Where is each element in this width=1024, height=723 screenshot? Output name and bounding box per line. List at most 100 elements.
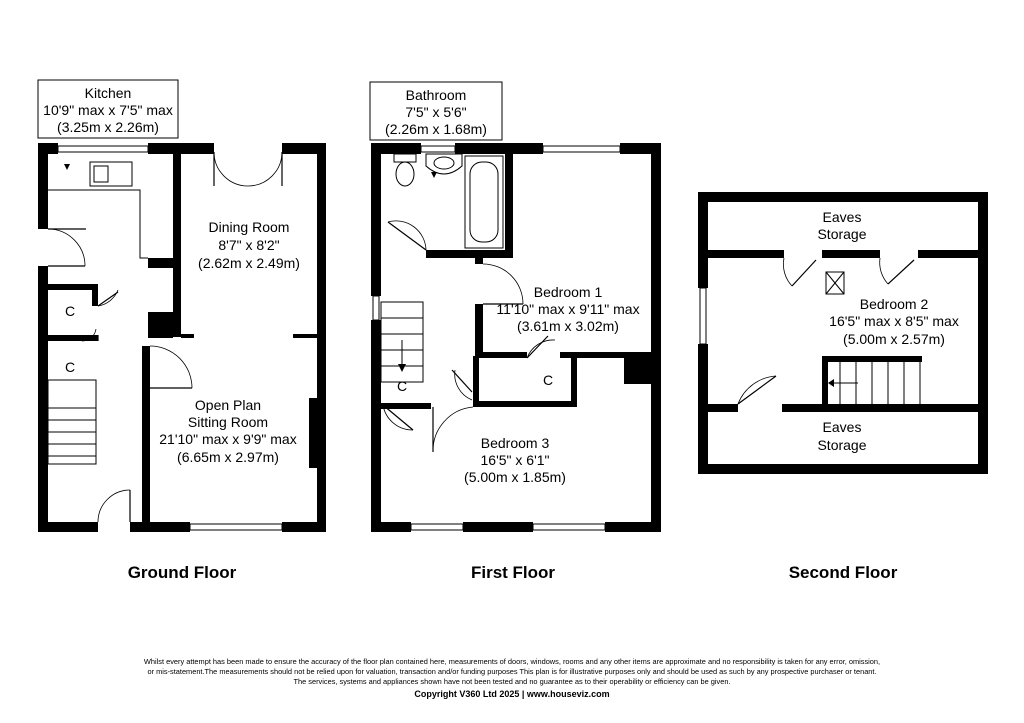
second-eaves-top-wall-left [708, 250, 784, 258]
first-landing-cupboard-wall [381, 403, 431, 409]
first-door-bedroom3 [432, 406, 474, 453]
first-bathroom-bath [464, 155, 504, 249]
second-door-eaves-top-right [879, 257, 915, 285]
bedroom3-name: Bedroom 3 [481, 435, 550, 451]
ground-door-dining-patio [213, 151, 283, 187]
disclaimer-line-2: or mis-statement.The measurements should… [147, 667, 877, 676]
ground-wall-bottom-right [282, 522, 326, 532]
second-wall-left-lower [698, 344, 708, 474]
first-door-bathroom [387, 220, 427, 251]
first-floor-title: First Floor [471, 563, 555, 582]
second-floor-title: Second Floor [789, 563, 898, 582]
sitting-room-name-line2: Sitting Room [188, 414, 268, 430]
second-eaves-bottom-wall-left [708, 404, 738, 412]
first-wall-top-mid [455, 143, 543, 154]
ground-fireplace [309, 398, 318, 468]
dining-room-dims-metric: (2.62m x 2.49m) [198, 255, 300, 271]
first-wall-bottom-right [605, 522, 661, 532]
first-bedroom1-window [542, 145, 621, 153]
first-wall-left-upper [371, 143, 381, 296]
ground-wall-bottom-left [38, 522, 98, 532]
disclaimer: Whilst every attempt has been made to en… [40, 657, 984, 687]
copyright-notice: Copyright V360 Ltd 2025 | www.houseviz.c… [414, 689, 610, 699]
second-wall-right [978, 192, 988, 474]
ground-wall-right [317, 143, 326, 532]
ground-door-cupboard [97, 289, 119, 307]
ground-hall-wall-lower [142, 388, 150, 532]
first-landing-cupboard-label: C [397, 378, 407, 394]
second-eaves-bottom-wall-right [782, 404, 978, 412]
dining-room-name: Dining Room [209, 219, 290, 235]
second-door-eaves-bottom [737, 375, 777, 405]
first-wall-top-left [371, 143, 421, 154]
sitting-room-dims-imperial: 21'10" max x 9'9" max [159, 431, 296, 447]
eaves-top-name-line1: Eaves [823, 209, 862, 225]
first-wall-bottom-mid [463, 522, 533, 532]
first-door-bed3-cupboard [451, 369, 473, 401]
first-cupboard-wall-left [473, 356, 479, 407]
bedroom2-dims-imperial: 16'5" max x 8'5" max [829, 313, 959, 329]
ground-wall-left-upper [38, 143, 48, 229]
first-bed1-wall-left-lower [475, 304, 483, 356]
ground-chimney [148, 312, 173, 338]
first-cupboard-wall-bottom [473, 401, 577, 407]
ground-kitchen-window [57, 145, 149, 153]
ground-door-cupboard-2 [81, 328, 99, 342]
bedroom2-name: Bedroom 2 [860, 296, 929, 312]
bedroom1-name: Bedroom 1 [534, 284, 603, 300]
ground-cupboard-upper-label: C [65, 303, 75, 319]
first-cupboard-wall-right [571, 356, 577, 404]
ground-floor-plan: Kitchen 10'9" max x 7'5" max (3.25m x 2.… [37, 79, 326, 582]
second-wall-left-upper [698, 192, 708, 288]
ground-cupboard-upper-side [92, 284, 98, 306]
second-wall-top [698, 192, 988, 202]
kitchen-name: Kitchen [85, 85, 132, 101]
ground-internal-wall-dining-sitting [181, 334, 194, 338]
kitchen-dims-metric: (3.25m x 2.26m) [57, 119, 159, 135]
first-wall-right [651, 143, 661, 532]
ground-door-sitting [149, 345, 193, 389]
ground-wall-top-right [282, 143, 326, 154]
bedroom1-dims-imperial: 11'10" max x 9'11" max [496, 301, 639, 317]
ground-door-back [47, 228, 86, 267]
ground-hall-wall [142, 346, 150, 396]
dining-room-dims-imperial: 8'7" x 8'2" [218, 237, 279, 253]
first-bedroom3-window-right [532, 523, 606, 531]
ground-cupboard-upper-bottom [38, 335, 98, 341]
second-eaves-top-wall-mid [822, 250, 880, 258]
ground-stairs [47, 379, 97, 465]
kitchen-label-box [37, 79, 179, 139]
second-eaves-top-wall-right [918, 250, 978, 258]
first-wall-top-right [620, 143, 661, 154]
sitting-room-dims-metric: (6.65m x 2.97m) [177, 449, 279, 465]
bathroom-dims-imperial: 7'5" x 5'6" [405, 104, 466, 120]
ground-internal-wall-kitchen-dining [173, 143, 181, 337]
first-bed1-wall-bottom-right [560, 352, 651, 358]
kitchen-sink [89, 161, 133, 187]
eaves-bottom-name-line2: Storage [817, 437, 866, 453]
first-door-landing-cupboard [382, 404, 414, 431]
first-door-bedroom1 [482, 263, 524, 305]
ground-wall-left-lower [38, 266, 48, 532]
ground-floor-title: Ground Floor [128, 563, 237, 582]
ground-wall-bottom-mid [130, 522, 190, 532]
bathroom-name: Bathroom [406, 87, 467, 103]
kitchen-tap [64, 164, 70, 170]
first-bathroom-toilet [393, 153, 417, 187]
first-stairs [380, 301, 424, 383]
first-bed1-wall-bottom-left [475, 352, 527, 358]
first-bedroom3-window-left [410, 523, 464, 531]
bedroom3-dims-metric: (5.00m x 1.85m) [464, 469, 566, 485]
first-wall-left-lower [371, 320, 381, 532]
first-bed1-cupboard-label: C [543, 372, 553, 388]
disclaimer-line-1: Whilst every attempt has been made to en… [143, 657, 881, 666]
first-bathroom-wall-right [505, 143, 513, 258]
first-bathroom-window [420, 145, 456, 153]
bedroom2-dims-metric: (5.00m x 2.57m) [843, 331, 945, 347]
disclaimer-line-3: The services, systems and appliances sho… [293, 677, 731, 686]
bedroom3-dims-imperial: 16'5" x 6'1" [481, 452, 550, 468]
second-door-eaves-top-left [783, 257, 817, 287]
second-stairs [822, 356, 922, 404]
sitting-room-name-line1: Open Plan [195, 397, 261, 413]
